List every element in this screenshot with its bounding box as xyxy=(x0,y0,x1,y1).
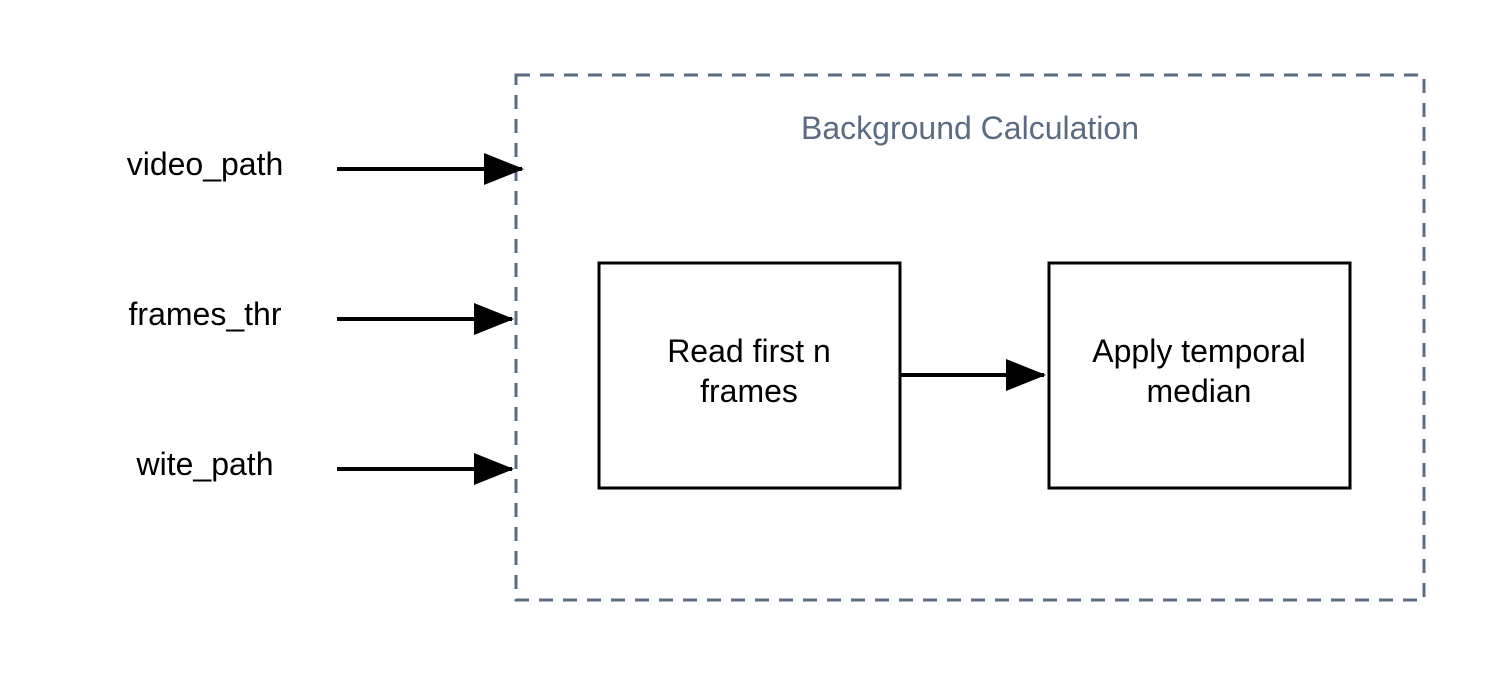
node-box xyxy=(1047,261,1352,490)
input-label-wite-path: wite_path xyxy=(136,446,274,482)
group-title: Background Calculation xyxy=(801,110,1139,146)
node-box xyxy=(597,261,902,490)
node-text-line1: Read first n xyxy=(667,333,831,369)
node-text-line2: median xyxy=(1147,373,1252,409)
node-text-line1: Apply temporal xyxy=(1092,333,1305,369)
node-read-first-n-frames: Read first n frames xyxy=(597,261,902,490)
background-calculation-group: Background Calculation xyxy=(514,73,1426,602)
node-apply-temporal-median: Apply temporal median xyxy=(1047,261,1352,490)
input-label-frames-thr: frames_thr xyxy=(129,296,282,332)
input-label-video-path: video_path xyxy=(127,146,284,182)
node-text-line2: frames xyxy=(700,373,798,409)
group-border xyxy=(514,73,1426,602)
